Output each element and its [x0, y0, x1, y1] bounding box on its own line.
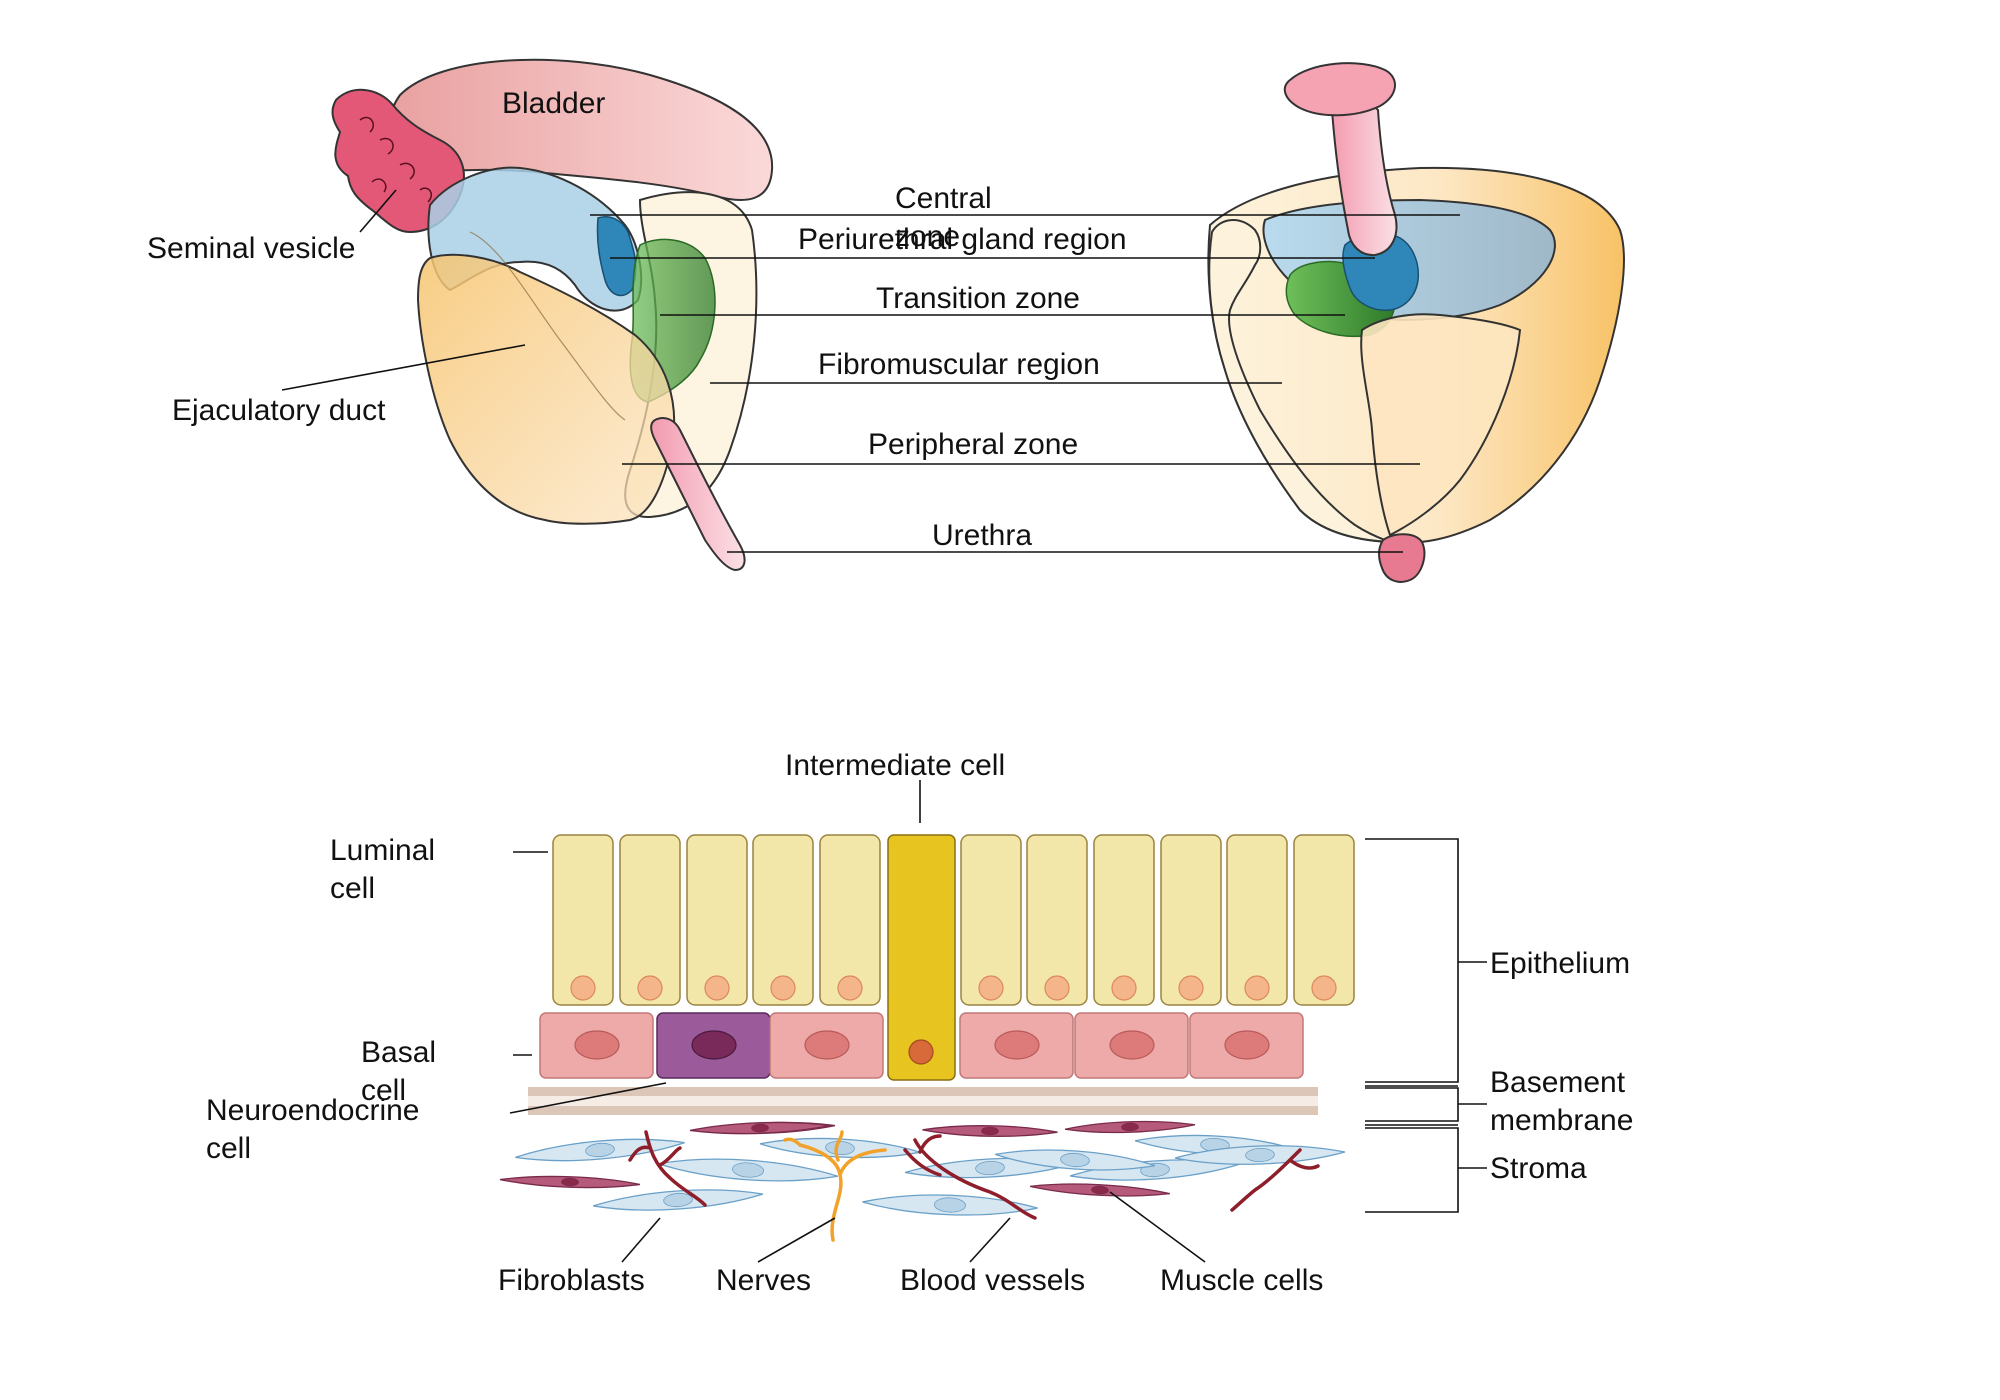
- basal-cell: [1074, 1012, 1189, 1079]
- luminal-cell: [1160, 834, 1222, 1006]
- blood-vessel: [1230, 1148, 1320, 1212]
- urethra-top-rim: [1283, 62, 1396, 117]
- label-muscle-cells: Muscle cells: [1160, 1264, 1323, 1297]
- muscle-cell: [1029, 1183, 1171, 1197]
- label-peripheral-zone: Peripheral zone: [868, 428, 1078, 461]
- luminal-cell: [686, 834, 748, 1006]
- section-peripheral-wedge: [1360, 313, 1522, 537]
- fibroblast: [658, 1158, 838, 1182]
- blood-vessel: [913, 1134, 1037, 1220]
- luminal-cell: [1226, 834, 1288, 1006]
- urethra-bottom-stub: [1378, 533, 1426, 583]
- muscle-cell: [922, 1125, 1058, 1137]
- label-stroma: Stroma: [1490, 1152, 1587, 1185]
- luminal-cell: [1093, 834, 1155, 1006]
- section-fibromuscular-face: [1208, 219, 1391, 543]
- luminal-cell: [960, 834, 1022, 1006]
- anatomy-leader-lines: [281, 189, 1460, 553]
- neuroendocrine-cell: [656, 1012, 771, 1079]
- cross-section-view: [1207, 62, 1625, 583]
- basement-membrane-layer-3: [528, 1106, 1318, 1115]
- urethra-tube-shape: [1330, 102, 1398, 257]
- label-intermediate-cell: Intermediate cell: [785, 749, 1005, 782]
- sagittal-view: [331, 58, 774, 572]
- urethra-shape-sagittal: [650, 417, 746, 572]
- luminal-cell: [752, 834, 814, 1006]
- fibroblast: [1174, 1145, 1346, 1165]
- blood-vessel: [628, 1130, 707, 1207]
- label-blood-vessels: Blood vessels: [900, 1264, 1085, 1297]
- muscle-cell: [499, 1175, 641, 1189]
- basal-cell: [539, 1012, 654, 1079]
- fibroblast: [994, 1149, 1156, 1171]
- label-fibromuscular-region: Fibromuscular region: [818, 348, 1100, 381]
- label-bladder: Bladder: [502, 87, 605, 120]
- basement-membrane-band: [528, 1087, 1318, 1115]
- label-ejaculatory-duct: Ejaculatory duct: [172, 394, 386, 427]
- label-seminal-vesicle: Seminal vesicle: [147, 232, 355, 265]
- basal-cell-row: [539, 1012, 1304, 1079]
- basement-membrane-layer-2: [528, 1096, 1318, 1106]
- blood-vessel: [903, 1148, 942, 1177]
- anatomy-labels: Bladder Seminal vesicle Ejaculatory duct…: [147, 87, 1127, 552]
- periurethral-region-shape: [596, 216, 637, 297]
- peripheral-zone-shape: [416, 253, 676, 525]
- label-transition-zone: Transition zone: [876, 282, 1080, 315]
- basement-membrane-layer-1: [528, 1087, 1318, 1096]
- muscle-cell: [689, 1121, 831, 1135]
- luminal-cell: [619, 834, 681, 1006]
- basal-cell: [959, 1012, 1074, 1079]
- intermediate-cell: [887, 834, 956, 1081]
- nerve: [783, 1130, 887, 1242]
- fibroblast: [862, 1194, 1038, 1216]
- luminal-cell: [819, 834, 881, 1006]
- label-periurethral-gland-region: Periurethral gland region: [798, 223, 1127, 256]
- stroma-region: [499, 1120, 1346, 1242]
- label-nerves: Nerves: [716, 1264, 811, 1297]
- histology-brackets: [1365, 838, 1487, 1213]
- histology-leader-lines: [509, 780, 1206, 1263]
- label-epithelium: Epithelium: [1490, 947, 1630, 980]
- label-urethra: Urethra: [932, 519, 1032, 552]
- luminal-cell: [1026, 834, 1088, 1006]
- muscle-cell: [1064, 1120, 1196, 1134]
- luminal-cell: [552, 834, 614, 1006]
- seminal-vesicle-folds: [359, 116, 432, 203]
- fibroblast: [515, 1138, 685, 1162]
- basal-cell: [1189, 1012, 1304, 1079]
- luminal-cell-row: [552, 834, 1355, 1081]
- fibroblast: [593, 1189, 763, 1211]
- ejaculatory-duct-shape: [469, 231, 626, 421]
- basal-cell: [769, 1012, 884, 1079]
- label-fibroblasts: Fibroblasts: [498, 1264, 645, 1297]
- luminal-cell: [1293, 834, 1355, 1006]
